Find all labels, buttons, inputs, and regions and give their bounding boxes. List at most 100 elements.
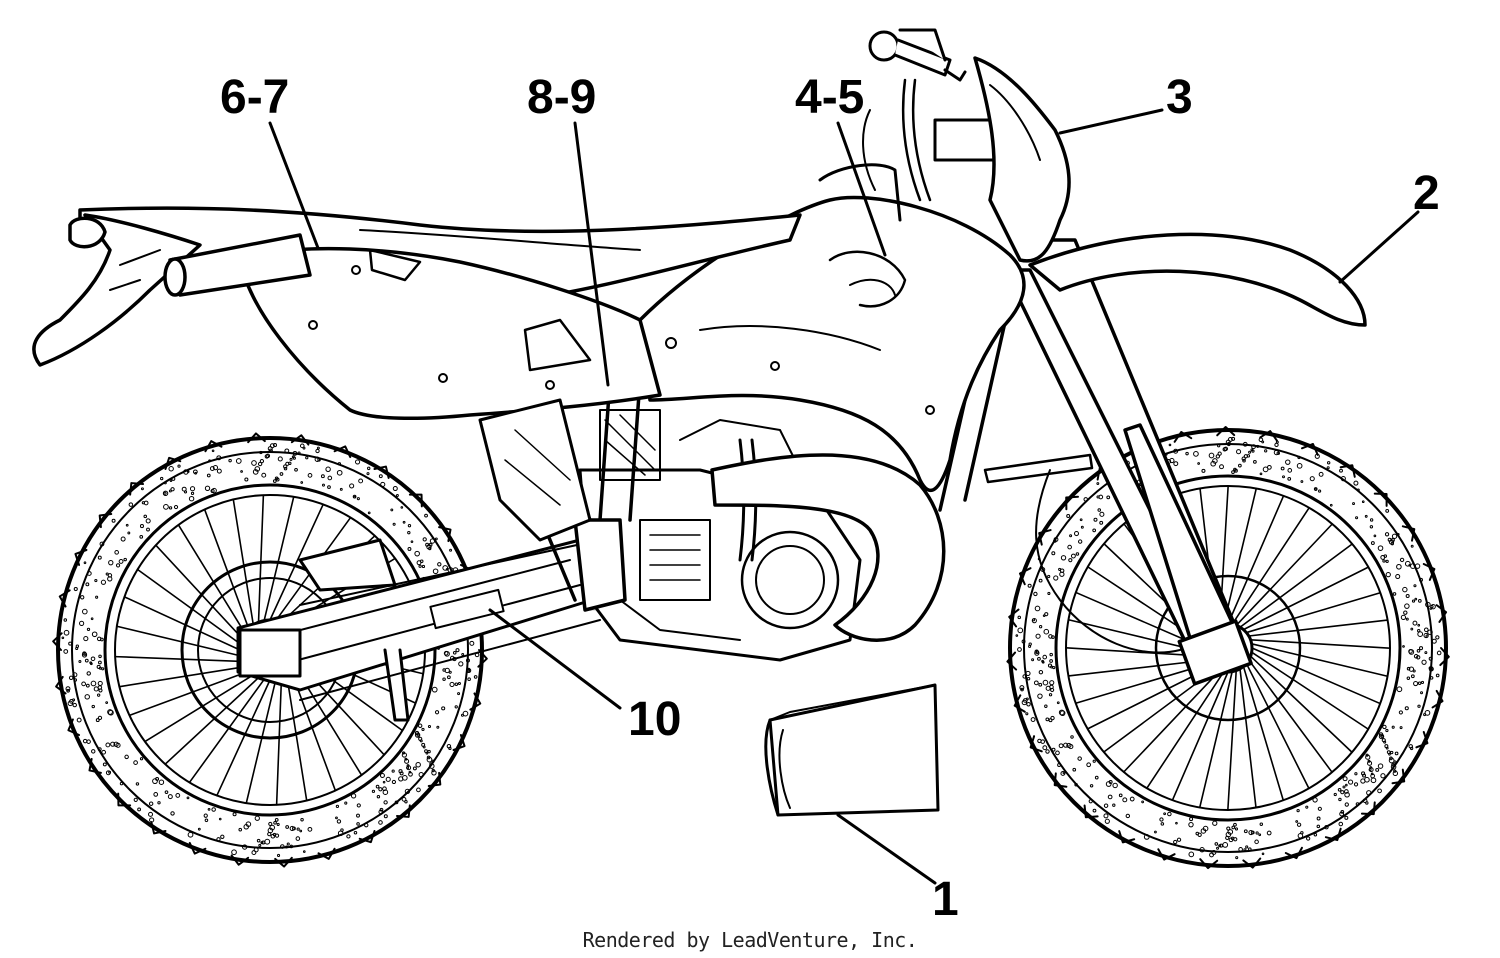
tread-speck [1242, 441, 1248, 447]
tread-speck [1339, 811, 1345, 817]
tread-speck [283, 466, 288, 471]
tread-speck [207, 807, 211, 811]
tread-speck [1259, 472, 1263, 476]
tread-speck [418, 564, 422, 568]
tread-speck [1287, 477, 1292, 481]
tire-knob [88, 757, 102, 774]
tread-speck [1044, 704, 1048, 708]
tread-speck [375, 784, 380, 789]
tread-speck [1097, 508, 1102, 512]
tread-speck [284, 845, 289, 849]
tread-speck [1066, 513, 1071, 518]
airbox [478, 398, 592, 542]
tread-speck [101, 667, 105, 671]
tread-speck [300, 818, 304, 822]
spoke [1245, 591, 1382, 634]
tread-speck [1273, 449, 1280, 456]
tread-speck [1385, 559, 1389, 563]
tread-speck [1338, 821, 1344, 827]
tread-speck [1413, 680, 1419, 687]
callout-label-8-9: 8-9 [527, 71, 597, 124]
tread-speck [119, 781, 124, 786]
tread-speck [336, 819, 342, 824]
tread-speck [1086, 762, 1092, 768]
tread-speck [1047, 574, 1051, 579]
tread-speck [378, 809, 384, 815]
tread-speck [419, 739, 423, 743]
callout-label-4-5: 4-5 [795, 71, 865, 124]
callout-leader-lines [268, 108, 1420, 885]
tread-speck [1214, 842, 1219, 846]
spoke [1239, 667, 1257, 809]
tread-speck [383, 800, 388, 805]
tread-speck [1400, 614, 1407, 620]
tread-speck [426, 544, 432, 550]
tread-speck [1079, 518, 1083, 522]
tread-speck [283, 464, 288, 469]
tread-speck [105, 701, 109, 705]
spoke [216, 679, 271, 797]
spoke [1235, 523, 1334, 627]
tread-speck [1337, 787, 1342, 792]
tread-speck [1392, 592, 1397, 596]
tread-speck [1025, 670, 1031, 676]
rear-fender [32, 213, 202, 367]
tire-knob [1029, 735, 1043, 753]
tread-speck [1435, 635, 1440, 640]
tread-speck [1077, 756, 1082, 761]
spoke [1171, 671, 1229, 801]
tread-speck [401, 752, 407, 758]
tread-speck [1143, 834, 1150, 840]
tread-speck [1067, 544, 1072, 550]
tread-speck [1073, 531, 1080, 537]
tread-speck [100, 579, 107, 585]
front-fork [983, 238, 1253, 686]
tread-speck [1352, 502, 1355, 506]
tread-speck [197, 827, 201, 831]
tread-speck [1083, 497, 1089, 502]
tread-speck [1017, 647, 1022, 652]
tread-speck [1410, 674, 1415, 679]
tread-speck [102, 762, 107, 767]
tread-speck [1059, 571, 1065, 577]
tread-speck [279, 472, 284, 476]
tread-speck [1306, 836, 1311, 841]
tread-speck [118, 558, 124, 564]
tread-speck [90, 680, 97, 687]
tread-speck [320, 474, 325, 479]
tread-speck [83, 635, 89, 642]
tread-speck [356, 822, 360, 826]
tread-speck [1296, 822, 1302, 827]
tread-speck [1103, 813, 1109, 819]
tire-knob [1018, 567, 1032, 586]
tread-speck [175, 793, 181, 798]
swingarm [236, 538, 602, 722]
tire-knob [1038, 529, 1052, 546]
tread-speck [81, 681, 87, 687]
tread-speck [284, 448, 290, 454]
tread-speck [353, 831, 358, 835]
tread-speck [1382, 559, 1386, 563]
tread-speck [1129, 796, 1135, 802]
tread-speck [153, 792, 159, 797]
tread-speck [157, 801, 161, 805]
tread-speck [422, 745, 426, 749]
tread-speck [1377, 788, 1382, 794]
tread-speck [1154, 830, 1157, 834]
tread-speck [402, 520, 406, 524]
tread-speck [1210, 460, 1217, 467]
tread-speck [419, 559, 424, 564]
tread-speck [1383, 740, 1387, 744]
tread-speck [1031, 658, 1035, 662]
tread-speck [168, 466, 174, 472]
tread-speck [429, 538, 436, 544]
tread-speck [1262, 466, 1269, 473]
tread-speck [1077, 539, 1083, 544]
tread-speck [1226, 826, 1231, 831]
tread-speck [364, 822, 369, 828]
spoke [269, 503, 324, 621]
tread-speck [1428, 666, 1434, 672]
tread-speck [1340, 790, 1345, 795]
tread-speck [1227, 437, 1233, 442]
tread-speck [425, 751, 429, 755]
